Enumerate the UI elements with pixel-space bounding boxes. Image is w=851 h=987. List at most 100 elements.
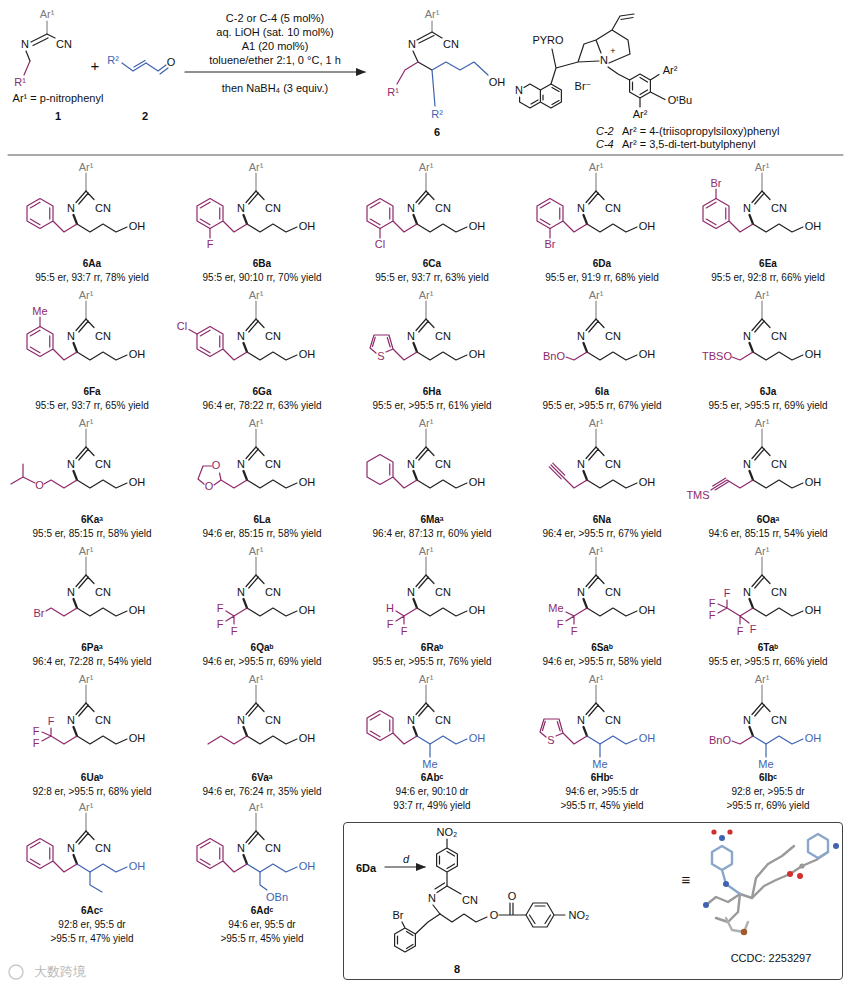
atom-label: OᵗBu [668, 94, 692, 107]
compound-id: 6Abᶜ [421, 772, 444, 784]
product-6Ga [189, 301, 297, 360]
substituent-label: O [212, 459, 221, 472]
atom-label: N [577, 586, 585, 599]
result-text: 95:5 er, >95:5 rr, 67% yield [542, 400, 661, 412]
substituent-label: Me [758, 758, 773, 771]
atom-label: N [67, 586, 75, 599]
compound-number: 8 [454, 963, 460, 976]
definition-text: Ar¹ = p-nitrophenyl [13, 92, 104, 105]
result-text: 92:8 er, >95:5 dr [731, 786, 804, 798]
derivatization-arrow [385, 866, 425, 867]
atom-label: N [407, 714, 415, 727]
atom-label: N [237, 202, 245, 215]
atom-label: CN [265, 714, 281, 727]
enal-structure [122, 61, 168, 75]
atom-label: OH [639, 476, 656, 489]
result-text: 95:5 er, 93:7 rr, 65% yield [35, 400, 148, 412]
atom-label: OH [129, 348, 146, 361]
atom-label: N [428, 892, 436, 905]
result-text: 95:5 er, 85:15 rr, 58% yield [33, 528, 152, 540]
product-6Na [549, 429, 637, 488]
watermark-logo [9, 965, 23, 979]
ccdc-number: CCDC: 2253297 [731, 952, 812, 965]
definition-text: Ar² = 3,5-di-tert-butylphenyl [622, 138, 756, 151]
compound-id: 6Ha [423, 386, 441, 398]
atom-label: OH [805, 220, 822, 233]
product-6La [198, 429, 297, 488]
atom-label: Ar² [663, 64, 678, 77]
compound-id: 6Adᶜ [251, 905, 274, 917]
atom-label: CN [265, 842, 281, 855]
compound-id: 6Fa [83, 386, 100, 398]
atom-label: OH [469, 348, 486, 361]
compound-id: 6Paᵃ [81, 642, 103, 654]
atom-label: Ar¹ [79, 417, 94, 430]
atom-label: N [237, 714, 245, 727]
atom-label: N [407, 458, 415, 471]
atom-label: N [743, 202, 751, 215]
atom-label: N [237, 330, 245, 343]
compound-id: 6Raᵇ [421, 642, 443, 654]
product-6Hb [540, 685, 637, 757]
substituent-label: TBSO [702, 350, 732, 363]
product-6Da [537, 173, 637, 238]
product-6Ea [703, 173, 803, 232]
atom-label: Ar¹ [419, 417, 434, 430]
result-text: 93:7 rr, 49% yield [393, 800, 470, 812]
definition-text: C-4 [596, 138, 614, 151]
result-text: >95:5 rr, 45% yield [560, 800, 643, 812]
product-6Ia [566, 301, 637, 360]
atom-label: N [407, 586, 415, 599]
atom-label: CN [95, 330, 111, 343]
result-text: 96:4 er, 78:22 rr, 63% yield [203, 400, 322, 412]
atom-label: Br [393, 909, 404, 922]
atom-label: OH [299, 860, 316, 873]
atom-label: Ar¹ [40, 8, 55, 21]
substituent-label: Me [592, 758, 607, 771]
atom-label: N [21, 38, 29, 51]
atom-label: CN [95, 202, 111, 215]
atom-label: CN [605, 586, 621, 599]
substituent-label: Cl [375, 238, 385, 251]
substituent-label: TMS [686, 489, 709, 502]
compound-id: 6Qaᵇ [251, 642, 274, 654]
atom-label: Ar¹ [589, 289, 604, 302]
atom-label: CN [605, 458, 621, 471]
atom-label: OH [639, 220, 656, 233]
compound-id: 6Na [593, 514, 611, 526]
atom-label: OH [469, 476, 486, 489]
atom-label: OH [129, 732, 146, 745]
atom-label: CN [771, 202, 787, 215]
atom-label: Br⁻ [575, 80, 592, 93]
atom-label: Ar² [633, 108, 648, 121]
atom-label: OH [469, 732, 486, 745]
compound-id: 6Taᵇ [758, 642, 778, 654]
atom-label: Ar¹ [249, 673, 264, 686]
compound-id: 6Acᶜ [81, 905, 103, 917]
product-6Qa [226, 557, 297, 624]
substituent-label: Me [422, 758, 437, 771]
atom-label: + [610, 46, 615, 56]
atom-label: N [600, 54, 608, 67]
reaction-arrow [185, 71, 365, 72]
compound-number: 2 [142, 110, 148, 123]
substituent-label: BnO [709, 734, 731, 747]
substituent-label: OBn [266, 891, 288, 904]
atom-label: CN [443, 38, 459, 51]
result-text: >95:5 rr, 47% yield [50, 933, 133, 945]
atom-label: Ar¹ [79, 289, 94, 302]
atom-label: O [508, 890, 517, 903]
product-6Oa [711, 429, 803, 490]
atom-label: OH [299, 220, 316, 233]
compound-id: 6Vaᵃ [251, 772, 272, 784]
atom-label: OH [805, 348, 822, 361]
compound-id: 6Ca [423, 258, 441, 270]
reagent-letter: d [403, 853, 409, 866]
product-6Ja [732, 301, 803, 360]
product-6Ab [367, 685, 467, 757]
substituent-label: BnO [543, 350, 565, 363]
atom-label: OH [129, 604, 146, 617]
atom-label: OH [639, 604, 656, 617]
atom-label: CN [435, 202, 451, 215]
atom-label: OH [639, 732, 656, 745]
